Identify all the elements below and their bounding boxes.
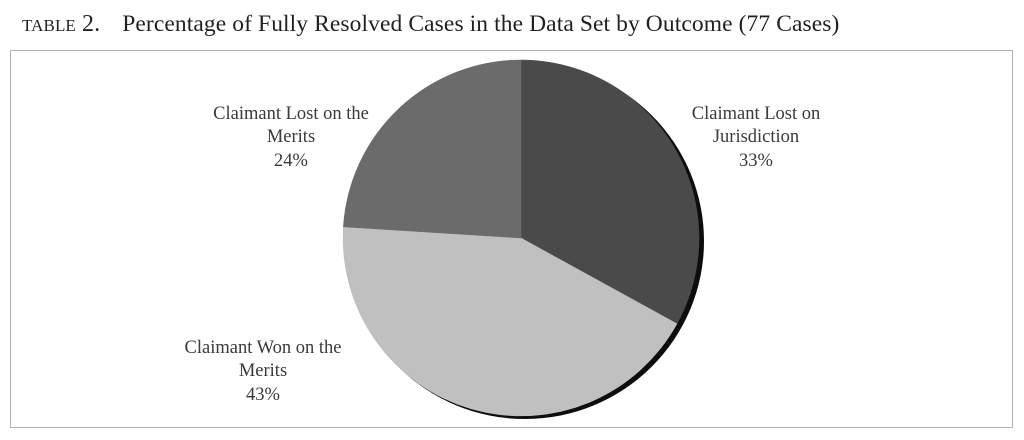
pie-label-won-on-merits: Claimant Won on the Merits 43% bbox=[139, 313, 387, 431]
pie-label-value: 43% bbox=[246, 384, 280, 405]
pie-label-line1: Claimant Won on the bbox=[184, 337, 342, 358]
pie-label-lost-on-merits: Claimant Lost on the Merits 24% bbox=[171, 79, 411, 197]
pie-slice-group bbox=[342, 59, 700, 417]
pie-chart-svg bbox=[342, 59, 704, 419]
pie-label-value: 33% bbox=[739, 150, 773, 171]
pie-label-lost-on-jurisdiction: Claimant Lost on Jurisdiction 33% bbox=[646, 79, 866, 197]
pie-label-line2: Jurisdiction bbox=[712, 127, 800, 147]
pie-slice bbox=[520, 59, 700, 325]
pie-slice bbox=[342, 226, 678, 417]
table-caption: Table 2. Percentage of Fully Resolved Cas… bbox=[22, 9, 1007, 41]
pie-label-line1: Claimant Lost on the bbox=[213, 103, 369, 124]
pie-label-line2: Merits bbox=[238, 361, 288, 381]
pie-label-value: 24% bbox=[274, 150, 308, 171]
table-caption-text: Percentage of Fully Resolved Cases in th… bbox=[122, 11, 840, 37]
figure-frame: Claimant Lost on the Merits 24% Claimant… bbox=[10, 50, 1013, 428]
pie-label-line1: Claimant Lost on bbox=[691, 103, 821, 124]
pie-chart: Claimant Lost on the Merits 24% Claimant… bbox=[11, 51, 1014, 429]
table-caption-label: Table 2. bbox=[22, 11, 101, 37]
pie-slice bbox=[343, 59, 522, 239]
pie-label-line2: Merits bbox=[266, 127, 316, 147]
